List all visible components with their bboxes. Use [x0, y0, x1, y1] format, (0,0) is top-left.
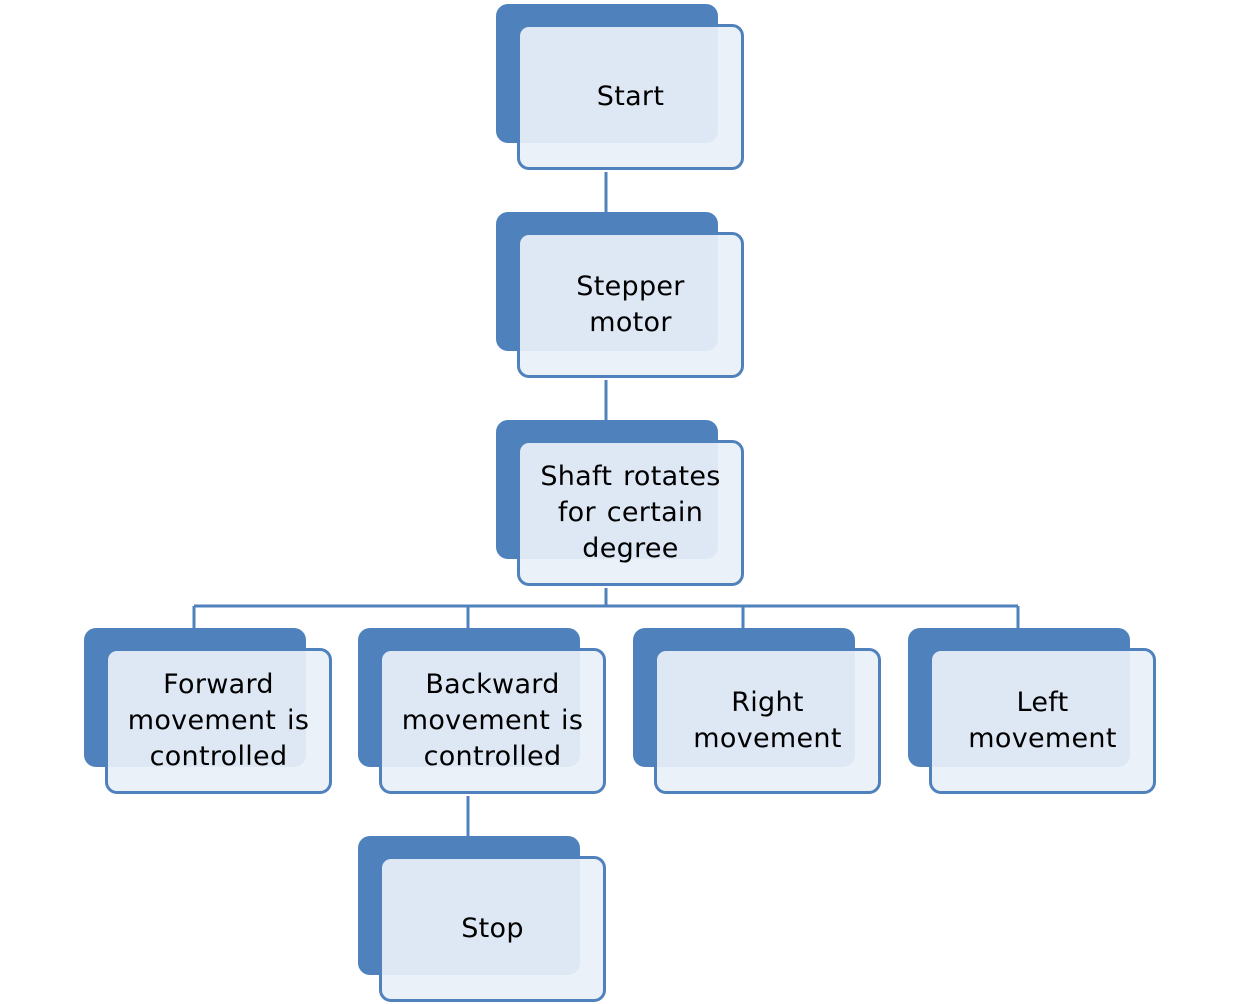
node-stepper-motor: Stepper motor	[496, 212, 746, 380]
node-shaft-rotates-box	[517, 440, 744, 586]
node-right-movement: Right movement	[633, 628, 883, 796]
node-shaft-rotates-label: Shaft rotates for certain degree	[540, 461, 721, 564]
node-stepper-motor-label: Stepper motor	[576, 271, 685, 338]
node-forward-movement: Forward movement is controlled	[84, 628, 334, 796]
node-start-box	[517, 24, 744, 170]
node-start: Start	[496, 4, 746, 172]
node-left-movement-label: Left movement	[968, 687, 1117, 754]
node-start-label: Start	[596, 81, 665, 112]
node-forward-movement-box	[105, 648, 332, 794]
node-stop: Stop	[358, 836, 608, 1004]
node-forward-movement-label: Forward movement is controlled	[127, 669, 310, 772]
node-left-movement: Left movement	[908, 628, 1158, 796]
node-stop-label: Stop	[461, 913, 524, 944]
node-stepper-motor-box	[517, 232, 744, 378]
node-stop-box	[379, 856, 606, 1002]
node-backward-movement-label: Backward movement is controlled	[401, 669, 584, 772]
node-left-movement-box	[929, 648, 1156, 794]
node-backward-movement: Backward movement is controlled	[358, 628, 608, 796]
node-shaft-rotates: Shaft rotates for certain degree	[496, 420, 746, 588]
node-right-movement-label: Right movement	[693, 687, 842, 754]
node-right-movement-box	[654, 648, 881, 794]
node-backward-movement-box	[379, 648, 606, 794]
